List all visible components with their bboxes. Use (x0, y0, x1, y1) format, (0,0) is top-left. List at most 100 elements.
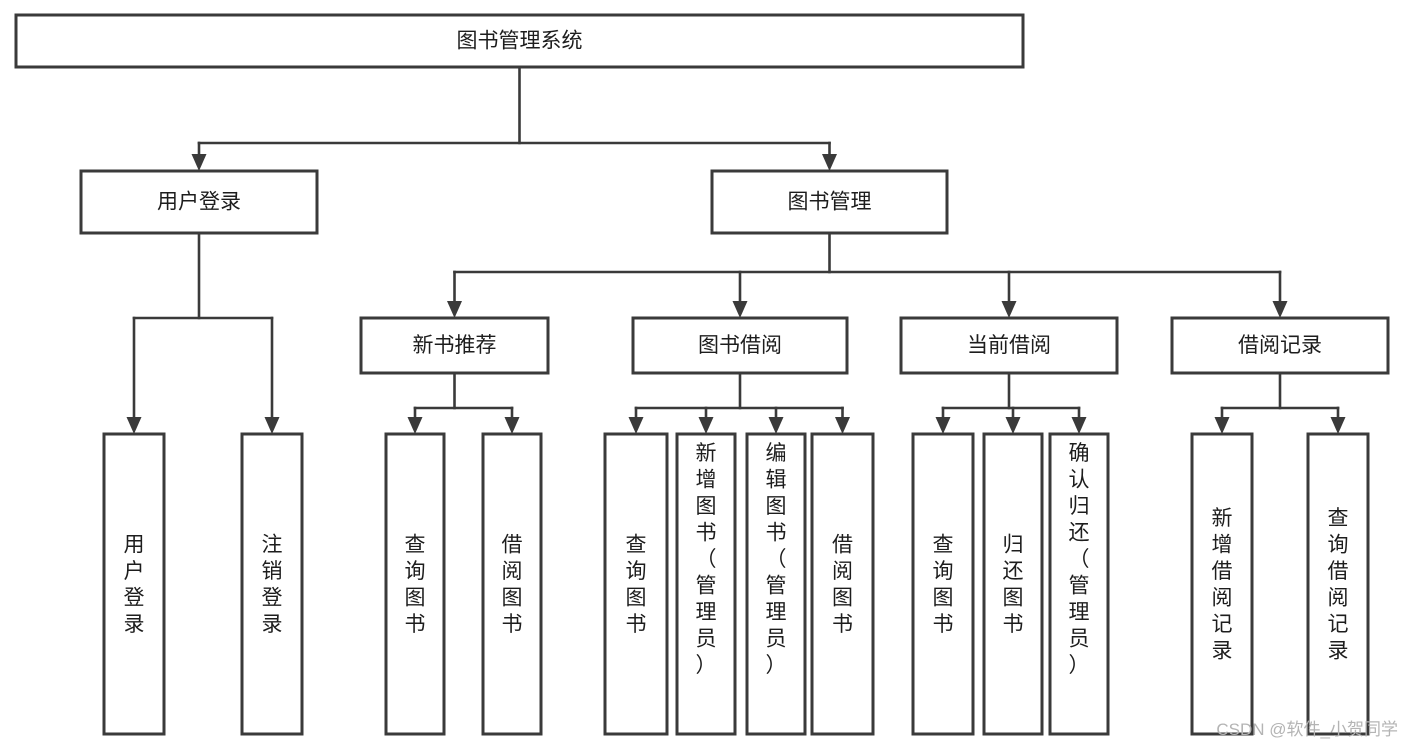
node-label-char-leaf-query-record-0: 查 (1328, 507, 1349, 530)
node-box-book-management[interactable] (710, 169, 949, 235)
node-label-book-borrow: 图书借阅 (698, 334, 782, 357)
node-label-char-leaf-query-book-cur-1: 询 (933, 560, 954, 583)
node-label-char-leaf-query-book-rec-0: 查 (405, 534, 426, 557)
arrow-head-icon-current-borrow (1001, 301, 1017, 318)
arrow-head-icon-leaf-edit-book (768, 417, 784, 434)
arrow-head-icon-user-login (191, 154, 207, 171)
arrow-head-icon-leaf-user-login (126, 417, 142, 434)
arrow-head-icon-book-management (822, 154, 837, 171)
node-label-char-leaf-user-login-3: 录 (124, 613, 145, 636)
node-box-current-borrow[interactable] (899, 316, 1119, 375)
node-label-char-leaf-query-record-2: 借 (1328, 560, 1349, 583)
arrow-head-icon-leaf-logout (264, 417, 280, 434)
node-label-char-leaf-edit-book-0: 编 (766, 442, 787, 465)
node-label-char-leaf-edit-book-3: 书 (766, 522, 787, 545)
arrow-head-icon-leaf-add-record (1214, 417, 1230, 434)
node-box-leaf-add-record[interactable] (1190, 432, 1254, 736)
arrow-head-icon-leaf-confirm-return (1071, 417, 1087, 434)
node-label-char-leaf-query-record-1: 询 (1328, 534, 1349, 557)
node-box-leaf-return-book[interactable] (982, 432, 1044, 736)
node-label-char-leaf-query-book-cur-0: 查 (933, 534, 954, 557)
arrow-head-icon-book-borrow (732, 301, 748, 318)
node-label-char-leaf-return-book-2: 图 (1003, 587, 1024, 610)
node-label-char-leaf-edit-book-1: 辑 (766, 469, 787, 492)
connectors-layer (126, 65, 1346, 434)
node-borrow-record[interactable]: 借阅记录 (1170, 316, 1390, 375)
node-box-leaf-user-login[interactable] (102, 432, 166, 736)
node-label-char-leaf-borrow-book-rec-0: 借 (502, 534, 523, 557)
node-box-leaf-query-record[interactable] (1306, 432, 1370, 736)
node-box-root[interactable] (14, 13, 1025, 69)
node-label-char-leaf-query-book-1: 询 (626, 560, 647, 583)
arrow-head-icon-leaf-query-record (1330, 417, 1346, 434)
node-label-char-leaf-add-book-8: ） (696, 654, 717, 677)
node-label-char-leaf-return-book-3: 书 (1003, 613, 1024, 636)
node-label-borrow-record: 借阅记录 (1238, 334, 1322, 357)
node-label-char-leaf-add-record-1: 增 (1212, 534, 1233, 557)
node-label-char-leaf-confirm-return-3: 还 (1069, 522, 1090, 545)
node-label-char-leaf-borrow-book-3: 书 (832, 613, 853, 636)
node-box-leaf-logout[interactable] (240, 432, 304, 736)
node-current-borrow[interactable]: 当前借阅 (899, 316, 1119, 375)
node-label-char-leaf-edit-book-7: 员 (766, 628, 787, 651)
node-box-book-borrow[interactable] (631, 316, 849, 375)
arrow-head-icon-leaf-query-book-cur (935, 417, 951, 434)
node-label-char-leaf-query-book-cur-3: 书 (933, 613, 954, 636)
node-box-leaf-query-book-rec[interactable] (384, 432, 446, 736)
node-box-leaf-edit-book[interactable] (745, 432, 807, 736)
node-label-char-leaf-user-login-2: 登 (124, 587, 145, 610)
node-label-char-leaf-logout-3: 录 (262, 613, 283, 636)
node-label-char-leaf-borrow-book-rec-2: 图 (502, 587, 523, 610)
node-label-char-leaf-logout-2: 登 (262, 587, 283, 610)
node-label-char-leaf-add-book-7: 员 (696, 628, 717, 651)
node-leaf-user-login[interactable]: 用户登录 (102, 432, 166, 736)
node-label-char-leaf-edit-book-2: 图 (766, 495, 787, 518)
node-label-char-leaf-user-login-1: 户 (124, 560, 145, 583)
node-box-leaf-add-book[interactable] (675, 432, 737, 736)
node-label-char-leaf-query-book-rec-2: 图 (405, 587, 426, 610)
node-user-login[interactable]: 用户登录 (79, 169, 319, 235)
node-box-borrow-record[interactable] (1170, 316, 1390, 375)
node-label-char-leaf-borrow-book-rec-1: 阅 (502, 560, 523, 583)
node-box-leaf-confirm-return[interactable] (1048, 432, 1110, 736)
node-box-leaf-borrow-book-rec[interactable] (481, 432, 543, 736)
node-book-management[interactable]: 图书管理 (710, 169, 949, 235)
node-label-char-leaf-query-record-5: 录 (1328, 640, 1349, 663)
node-label-char-leaf-query-record-3: 阅 (1328, 587, 1349, 610)
arrow-head-icon-leaf-query-book (628, 417, 644, 434)
arrow-head-icon-leaf-add-book (698, 417, 714, 434)
node-box-new-book-recommend[interactable] (359, 316, 550, 375)
node-label-char-leaf-query-record-4: 记 (1328, 613, 1349, 636)
csdn-watermark: CSDN @软件_小贺同学 (1216, 720, 1398, 739)
node-root[interactable]: 图书管理系统 (14, 13, 1025, 69)
node-box-leaf-query-book-cur[interactable] (911, 432, 975, 736)
node-label-char-leaf-edit-book-8: ） (766, 654, 787, 677)
node-label-char-leaf-return-book-1: 还 (1003, 560, 1024, 583)
node-box-leaf-borrow-book[interactable] (810, 432, 875, 736)
arrow-head-icon-leaf-borrow-book (835, 417, 850, 434)
node-label-char-leaf-query-book-cur-2: 图 (933, 587, 954, 610)
node-box-leaf-query-book[interactable] (603, 432, 669, 736)
node-label-book-management: 图书管理 (788, 191, 872, 214)
node-label-char-leaf-add-record-4: 记 (1212, 613, 1233, 636)
node-book-borrow[interactable]: 图书借阅 (631, 316, 849, 375)
node-new-book-recommend[interactable]: 新书推荐 (359, 316, 550, 375)
node-label-char-leaf-borrow-book-1: 阅 (832, 560, 853, 583)
node-box-user-login[interactable] (79, 169, 319, 235)
node-label-char-leaf-borrow-book-0: 借 (832, 534, 853, 557)
node-label-char-leaf-edit-book-6: 理 (766, 601, 787, 624)
arrow-head-icon-leaf-return-book (1005, 417, 1021, 434)
